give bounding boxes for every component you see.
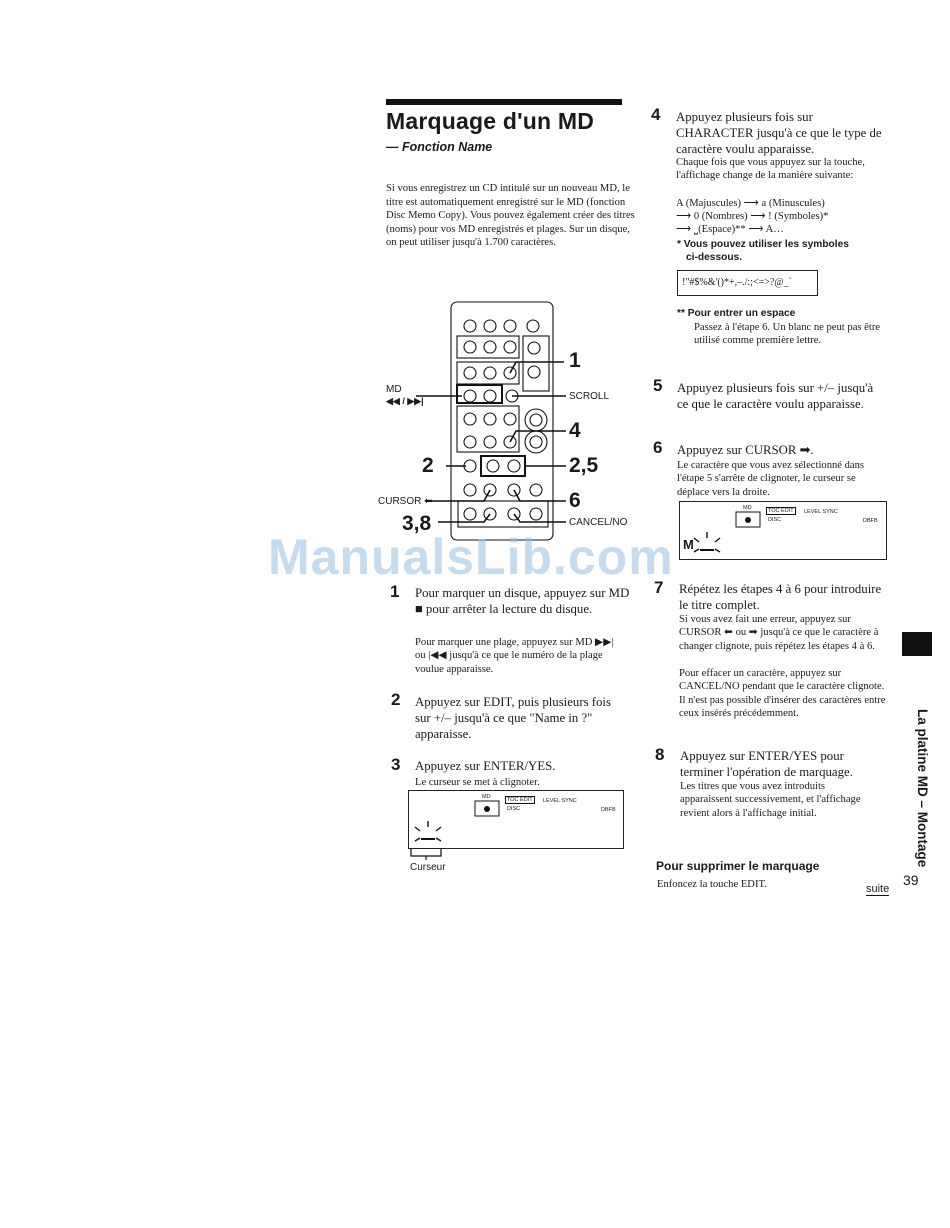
lcd-disc: DISC — [507, 806, 521, 812]
callout-6: 6 — [569, 489, 581, 512]
step-4-text: Appuyez plusieurs fois sur CHARACTER jus… — [676, 110, 882, 156]
step-2-text: Appuyez sur EDIT, puis plusieurs fois su… — [415, 695, 611, 741]
cursor-caption: Curseur — [410, 862, 446, 873]
page-title: Marquage d'un MD — [386, 108, 594, 134]
cursor-blink-icon — [414, 821, 442, 842]
cursor-blink-icon-2 — [693, 532, 721, 553]
lcd-toc: TOC EDIT — [505, 796, 535, 804]
lcd-entered-character: M — [683, 537, 694, 552]
callout-4: 4 — [569, 419, 581, 442]
step-7-subtext: Si vous avez fait une erreur, appuyez su… — [679, 614, 879, 652]
remote-label-cancel: CANCEL/NO — [569, 517, 628, 528]
step-6-number: 6 — [653, 438, 663, 457]
step-1-text: Pour marquer un disque, appuyez sur MD ■… — [415, 586, 630, 616]
note-symbols: * Vous pouvez utiliser les symboles — [677, 239, 849, 250]
note-symbols-cont: ci-dessous. — [686, 252, 743, 263]
step-3-text: Appuyez sur ENTER/YES. — [415, 759, 556, 773]
note-space: ** Pour entrer un espace — [677, 308, 796, 319]
callout-2-5: 2,5 — [569, 454, 599, 477]
callout-1: 1 — [569, 349, 581, 372]
step-4-subtext: Chaque fois que vous appuyez sur la touc… — [676, 157, 865, 182]
step-3-subtext: Le curseur se met à clignoter. — [415, 777, 540, 788]
lcd-toc-2: TOC EDIT — [766, 507, 796, 515]
title-rule — [386, 99, 622, 105]
remote-label-md: MD — [386, 384, 402, 395]
page-number: 39 — [903, 872, 919, 888]
disc-icon-2 — [735, 511, 761, 528]
remote-label-cursor: CURSOR ⬅ — [378, 496, 433, 507]
step-8-subtext: Les titres que vous avez introduits appa… — [680, 781, 861, 819]
lcd-dbfb: DBFB — [601, 807, 616, 813]
display-step-3: MD TOC EDIT DISC LEVEL SYNC DBFB — [408, 790, 624, 849]
step-2-number: 2 — [391, 690, 401, 709]
lcd-dbfb-2: DBFB — [863, 518, 878, 524]
step-1-number: 1 — [390, 582, 400, 601]
step-4-sequence-2: ⟶ 0 (Nombres) ⟶ ! (Symboles)* — [676, 211, 829, 222]
step-4-sequence-1: A (Majuscules) ⟶ a (Minuscules) — [676, 198, 825, 209]
remote-label-md-keys: ◀◀ / ▶▶| — [386, 396, 424, 406]
delete-heading: Pour supprimer le marquage — [656, 859, 820, 873]
remote-illustration: MD ◀◀ / ▶▶| SCROLL CURSOR ⬅ CANCEL/NO 1 … — [376, 296, 640, 546]
symbols-list: !"#$%&'()*+,–./:;<=>?@_` — [682, 277, 792, 288]
step-7-text: Répétez les étapes 4 à 6 pour introduire… — [679, 582, 882, 612]
lcd-level: LEVEL SYNC — [543, 798, 577, 804]
lcd-md: MD — [482, 794, 491, 800]
display-step-6: MD TOC EDIT DISC LEVEL SYNC DBFB M — [679, 501, 887, 560]
delete-body: Enfoncez la touche EDIT. — [657, 879, 767, 890]
lcd-level-2: LEVEL SYNC — [804, 509, 838, 515]
symbols-box: !"#$%&'()*+,–./:;<=>?@_` — [677, 270, 818, 296]
note-space-body: Passez à l'étape 6. Un blanc ne peut pas… — [694, 322, 881, 347]
step-8-number: 8 — [655, 745, 665, 764]
watermark: ManualsLib.com — [268, 529, 674, 585]
step-3-number: 3 — [391, 755, 401, 774]
step-7-number: 7 — [654, 578, 664, 597]
callout-3-8: 3,8 — [402, 512, 432, 535]
section-side-label: La platine MD – Montage — [915, 709, 930, 868]
step-7-subtext-2: Pour effacer un caractère, appuyez sur C… — [679, 668, 886, 720]
cursor-bracket — [410, 848, 442, 860]
step-6-subtext: Le caractère que vous avez sélectionné d… — [677, 460, 865, 498]
step-5-number: 5 — [653, 376, 663, 395]
intro-paragraph: Si vous enregistrez un CD intitulé sur u… — [386, 183, 635, 249]
step-4-number: 4 — [651, 105, 661, 124]
continued-label: suite — [866, 883, 890, 896]
disc-icon — [474, 800, 500, 817]
section-tab-marker — [902, 632, 932, 656]
lcd-md-2: MD — [743, 505, 752, 511]
remote-label-scroll: SCROLL — [569, 391, 610, 402]
step-5-text: Appuyez plusieurs fois sur +/– jusqu'à c… — [677, 381, 874, 411]
step-1-subtext: Pour marquer une plage, appuyez sur MD ▶… — [415, 637, 614, 675]
callout-2: 2 — [422, 454, 434, 477]
lcd-disc-2: DISC — [768, 517, 782, 523]
remote-drawing — [416, 301, 566, 541]
step-6-text: Appuyez sur CURSOR ➡. — [677, 443, 814, 457]
page-subtitle: — Fonction Name — [386, 140, 493, 154]
step-4-sequence-3: ⟶ ⎵(Espace)** ⟶ A… — [676, 224, 784, 235]
step-8-text: Appuyez sur ENTER/YES pour terminer l'op… — [680, 749, 853, 779]
